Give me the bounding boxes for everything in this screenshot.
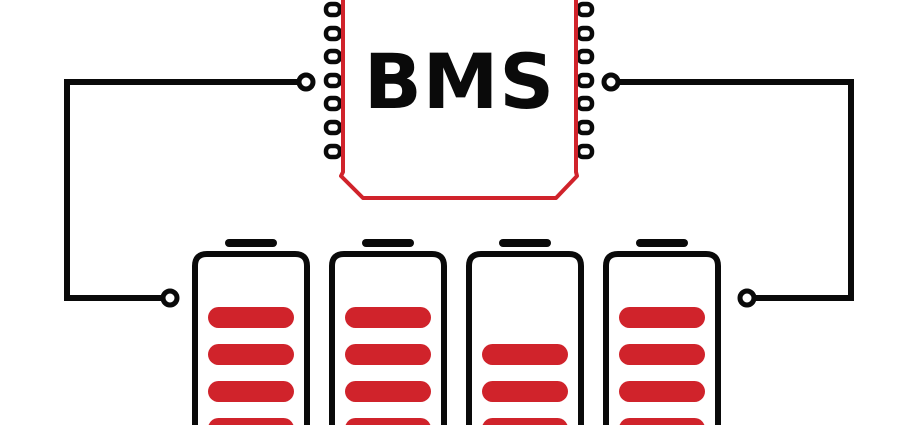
pack-left-terminal-icon	[160, 288, 180, 308]
battery-cell-2	[329, 239, 447, 425]
chip-pins-right	[575, 1, 595, 160]
bms-chip-label: BMS	[363, 36, 556, 126]
chip-left-terminal-icon	[296, 72, 316, 92]
battery-cell-3	[466, 239, 584, 425]
battery-cell-1	[192, 239, 310, 425]
chip-right-terminal-icon	[601, 72, 621, 92]
wire-right	[618, 79, 854, 301]
bms-chip-outline	[339, 0, 579, 200]
chip-pins-left	[323, 1, 343, 160]
pack-right-terminal-icon	[737, 288, 757, 308]
wire-left	[64, 79, 300, 301]
battery-cell-4	[603, 239, 721, 425]
